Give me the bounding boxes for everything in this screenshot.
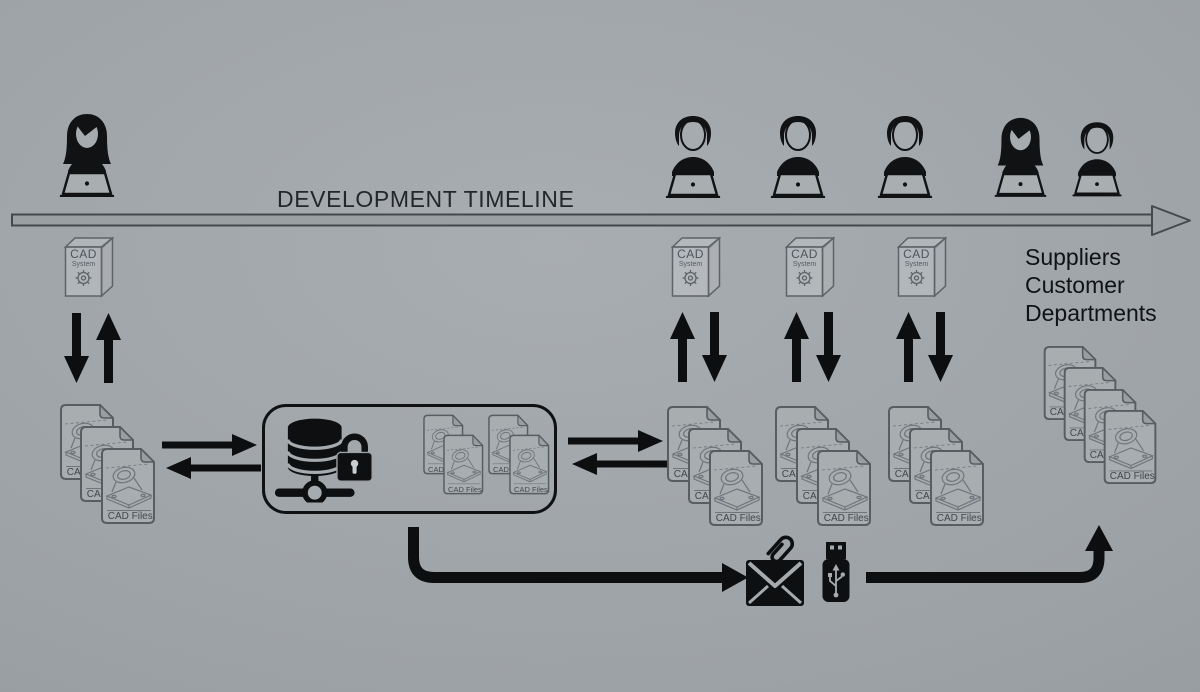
cad-file-doc: CAD Files bbox=[706, 448, 768, 528]
arrow-up-icon bbox=[896, 312, 921, 382]
female-developer-laptop-icon bbox=[991, 115, 1050, 197]
cad-file-doc: CAD Files bbox=[441, 433, 487, 496]
arrow-up-icon bbox=[96, 313, 121, 383]
recipients-text: Suppliers Customer Departments bbox=[1025, 243, 1157, 327]
arrow-left-icon bbox=[166, 457, 261, 479]
cad-box-title: CAD bbox=[677, 247, 704, 261]
arrow-up-icon bbox=[784, 312, 809, 382]
arrow-down-icon bbox=[928, 312, 953, 382]
transfer-arrows-vertical-icon bbox=[670, 312, 727, 382]
cad-file-doc: CAD Files bbox=[1099, 408, 1163, 486]
male-developer-laptop-icon bbox=[767, 112, 829, 198]
transfer-arrows-horizontal-icon bbox=[568, 430, 667, 475]
arrow-right-icon bbox=[568, 430, 663, 452]
male-developer-laptop-icon bbox=[1069, 118, 1125, 197]
recipients-line: Departments bbox=[1025, 300, 1157, 326]
male-developer-laptop-icon bbox=[874, 112, 936, 198]
secure-database-icon bbox=[274, 412, 374, 504]
cad-file-doc: CAD Files bbox=[98, 446, 160, 526]
secure-vault-box bbox=[262, 404, 557, 514]
arrow-vault-to-mail bbox=[408, 527, 748, 592]
cad-system-box: CAD System bbox=[64, 236, 114, 298]
transfer-arrows-horizontal-icon bbox=[162, 434, 261, 479]
cad-system-box: CAD System bbox=[785, 236, 835, 298]
arrow-right-icon bbox=[162, 434, 257, 456]
cad-file-doc: CAD Files bbox=[814, 448, 876, 528]
cad-system-box: CAD System bbox=[671, 236, 721, 298]
arrow-down-icon bbox=[702, 312, 727, 382]
cad-box-subtitle: System bbox=[904, 261, 929, 268]
female-developer-laptop-icon bbox=[56, 111, 118, 197]
cad-box-title: CAD bbox=[791, 247, 818, 261]
cad-box-title: CAD bbox=[903, 247, 930, 261]
transfer-arrows-vertical-icon bbox=[896, 312, 953, 382]
cad-file-doc: CAD Files bbox=[927, 448, 989, 528]
timeline-title: DEVELOPMENT TIMELINE bbox=[277, 186, 575, 212]
recipients-line: Suppliers bbox=[1025, 244, 1121, 270]
arrow-down-icon bbox=[816, 312, 841, 382]
transfer-arrows-vertical-icon bbox=[784, 312, 841, 382]
cad-system-box: CAD System bbox=[897, 236, 947, 298]
cad-box-title: CAD bbox=[70, 247, 97, 261]
usb-drive-icon bbox=[819, 540, 853, 604]
timeline-arrow bbox=[11, 205, 1191, 236]
male-developer-laptop-icon bbox=[662, 112, 724, 198]
cad-box-subtitle: System bbox=[71, 261, 96, 268]
arrow-left-icon bbox=[572, 453, 667, 475]
cad-file-doc: CAD Files bbox=[507, 433, 553, 496]
recipients-line: Customer bbox=[1025, 272, 1125, 298]
cad-box-subtitle: System bbox=[678, 261, 703, 268]
arrow-usb-to-recipients bbox=[866, 525, 1113, 583]
cad-box-subtitle: System bbox=[792, 261, 817, 268]
transfer-arrows-vertical-icon bbox=[64, 313, 121, 383]
arrow-up-icon bbox=[670, 312, 695, 382]
email-attachment-icon bbox=[744, 534, 808, 608]
arrow-down-icon bbox=[64, 313, 89, 383]
